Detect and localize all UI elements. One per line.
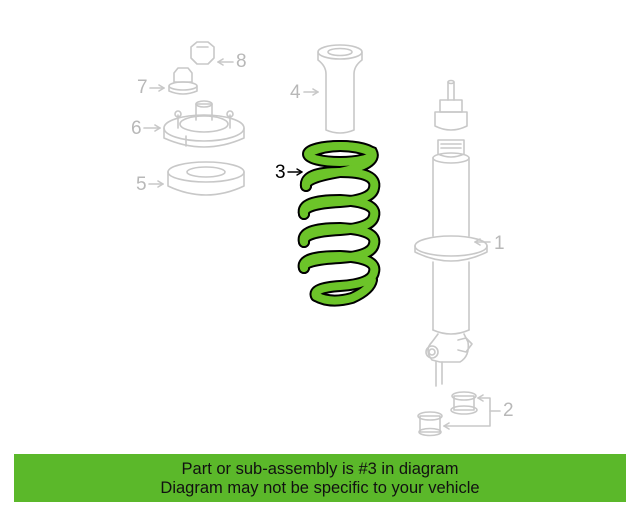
- banner-line-2: Diagram may not be specific to your vehi…: [160, 479, 480, 497]
- part-3-coil-spring: [287, 140, 381, 307]
- callout-1[interactable]: 1: [494, 233, 505, 254]
- part-6-mount: [143, 100, 245, 148]
- callout-6[interactable]: 6: [131, 118, 142, 139]
- callout-7[interactable]: 7: [137, 77, 148, 98]
- banner-line-1: Part or sub-assembly is #3 in diagram: [181, 460, 459, 478]
- info-banner: Part or sub-assembly is #3 in diagram Di…: [14, 454, 626, 502]
- callout-5[interactable]: 5: [136, 174, 147, 195]
- callout-8[interactable]: 8: [236, 51, 247, 72]
- part-7-nut: [149, 67, 198, 95]
- part-2-nuts: [417, 391, 501, 437]
- callout-4[interactable]: 4: [290, 82, 301, 103]
- part-5-insulator: [148, 161, 245, 196]
- part-8-nut: [190, 41, 234, 66]
- parts-diagram: [143, 41, 501, 437]
- callout-3[interactable]: 3: [275, 162, 286, 183]
- part-1-strut: [414, 79, 491, 387]
- callout-2[interactable]: 2: [503, 400, 514, 421]
- part-4-boot: [303, 44, 363, 134]
